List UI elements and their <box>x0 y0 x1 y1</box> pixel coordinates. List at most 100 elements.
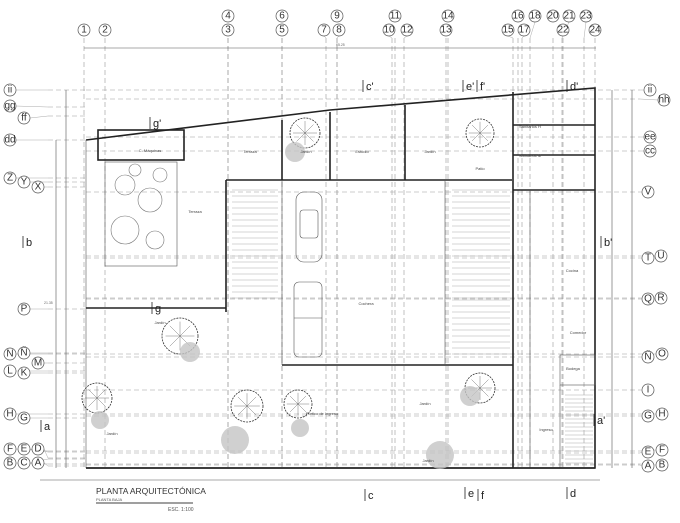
axis-label: ii <box>648 85 652 96</box>
column-axis-6: 6 <box>275 9 289 23</box>
paving-circle <box>114 174 136 196</box>
axis-bubble-circle <box>641 383 655 397</box>
row-axis-left-ii: ii <box>3 83 17 97</box>
row-axis-right-Q: Q <box>641 292 655 306</box>
section-mark: e <box>468 488 474 500</box>
axis-bubble-circle <box>17 175 31 189</box>
column-axis-3: 3 <box>221 23 235 37</box>
column-axis-9: 9 <box>330 9 344 23</box>
room-label: Jardín <box>154 320 165 325</box>
axis-label: A <box>645 461 652 472</box>
axis-label: 14 <box>442 11 454 22</box>
tree-icon <box>465 118 495 148</box>
axis-label: 6 <box>279 11 285 22</box>
row-axis-left-dd: dd <box>3 133 17 147</box>
axis-label: Y <box>21 177 28 188</box>
row-axis-right-A: A <box>641 459 655 473</box>
row-axis-right-hh: hh <box>657 93 671 107</box>
room-label: Cocina <box>566 268 579 273</box>
axis-bubble-circle <box>3 456 17 470</box>
axis-bubble-circle <box>641 292 655 306</box>
plan-subtitle: PLANTA BAJA <box>96 497 122 502</box>
row-axis-right-F: F <box>655 443 669 457</box>
axis-bubble-circle <box>579 9 593 23</box>
section-mark: e' <box>466 81 474 93</box>
axis-label: dd <box>4 135 15 146</box>
column-axis-12: 12 <box>400 23 414 37</box>
axis-leader-line <box>403 35 408 39</box>
axis-label: Q <box>644 294 652 305</box>
axis-bubble-circle <box>439 23 453 37</box>
row-axis-right-Ñ: Ñ <box>641 350 655 364</box>
column-axis-17: 17 <box>517 23 531 37</box>
row-axis-left-A: A <box>31 456 45 470</box>
parking-stripes <box>232 189 593 464</box>
axis-bubble-circle <box>655 458 669 472</box>
room-label: Terraza <box>188 209 202 214</box>
row-axis-right-U: U <box>654 249 668 263</box>
axis-bubble-circle <box>221 23 235 37</box>
row-axis-left-K: K <box>17 366 31 380</box>
row-axis-right-V: V <box>641 185 655 199</box>
axis-label: 21 <box>563 11 575 22</box>
overall-width-dimension: 65.25 <box>336 43 345 47</box>
axis-bubble-circle <box>657 93 671 107</box>
column-axis-10: 10 <box>382 23 396 37</box>
title-block: PLANTA ARQUITECTÓNICA PLANTA BAJA ESC. 1… <box>96 486 206 513</box>
axis-label: N <box>6 349 13 360</box>
axis-label: 18 <box>529 11 541 22</box>
axis-bubble-circle <box>317 23 331 37</box>
vegetation <box>81 117 496 469</box>
row-axis-left-gg: gg <box>3 99 17 113</box>
axis-bubble-circle <box>654 249 668 263</box>
axis-bubble-circle <box>3 83 17 97</box>
axis-bubble-circle <box>17 366 31 380</box>
row-axis-right-G: G <box>641 409 655 423</box>
axis-label: 16 <box>512 11 524 22</box>
row-axis-right-ii: ii <box>643 83 657 97</box>
axis-label: X <box>35 182 42 193</box>
axis-bubble-circle <box>643 83 657 97</box>
row-axis-left-D: D <box>31 442 45 456</box>
plan-scale: ESC. 1:100 <box>168 507 194 513</box>
axis-bubble-circle <box>641 459 655 473</box>
shrub-icon <box>460 386 480 406</box>
axis-label: D <box>34 444 41 455</box>
row-axis-left-L: L <box>3 364 17 378</box>
section-mark: b' <box>604 237 612 249</box>
column-axis-16: 16 <box>511 9 525 23</box>
column-axis-5: 5 <box>275 23 289 37</box>
axis-bubble-circle <box>31 356 45 370</box>
axis-bubble-circle <box>330 9 344 23</box>
paving-circle <box>152 167 168 183</box>
axis-label: H <box>6 409 13 420</box>
row-axis-left-X: X <box>31 180 45 194</box>
axis-bubble-circle <box>655 407 669 421</box>
room-label: Ingreso <box>539 427 553 432</box>
axis-label: 12 <box>401 25 413 36</box>
axis-label: O <box>658 349 666 360</box>
axis-label: 4 <box>225 11 231 22</box>
axis-bubble-circle <box>382 23 396 37</box>
car-icon <box>295 191 323 263</box>
room-label: Patio <box>475 166 485 171</box>
row-axis-right-cc: cc <box>643 144 657 158</box>
row-axis-left-F: F <box>3 442 17 456</box>
axis-bubble-circle <box>528 9 542 23</box>
axis-bubble-circle <box>643 130 657 144</box>
room-label: Jardín <box>106 431 117 436</box>
row-axis-right-E: E <box>641 445 655 459</box>
axis-leader-line <box>388 35 393 39</box>
axis-label: G <box>20 413 28 424</box>
row-axis-left-Y: Y <box>17 175 31 189</box>
room-label: Terraza <box>243 149 257 154</box>
axis-bubble-circle <box>501 23 515 37</box>
room-label: Sanitarios M <box>519 153 541 158</box>
axis-bubble-circle <box>17 346 31 360</box>
axis-bubble-circle <box>17 411 31 425</box>
axis-bubble-circle <box>3 347 17 361</box>
axis-bubble-circle <box>388 9 402 23</box>
room-label: Bodega <box>566 366 581 371</box>
